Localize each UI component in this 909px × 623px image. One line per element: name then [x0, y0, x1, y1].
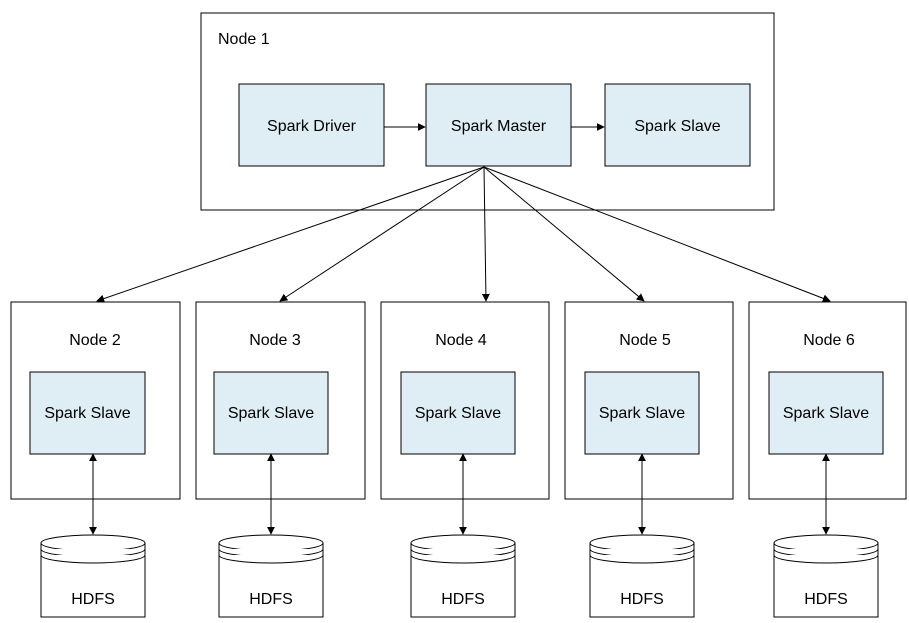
- node-6-spark-slave-label: Spark Slave: [783, 405, 869, 422]
- hdfs-cylinder-top: [773, 534, 879, 552]
- hdfs-cylinder-top: [589, 534, 695, 552]
- spark-slave-node-1-label: Spark Slave: [634, 118, 720, 135]
- worker-node-6: Node 6 Spark Slave HDFS: [748, 301, 907, 618]
- spark-slave-node-1: Spark Slave: [604, 83, 751, 167]
- node-2-spark-slave-box: [29, 371, 146, 455]
- node-6-title: Node 6: [803, 332, 855, 349]
- node-2-spark-slave-label: Spark Slave: [44, 405, 130, 422]
- node-1-title: Node 1: [218, 31, 270, 48]
- node-6-spark-slave-box: [768, 371, 884, 455]
- node-2-hdfs-label: HDFS: [71, 591, 115, 608]
- worker-node-2: Node 2 Spark Slave HDFS: [10, 301, 181, 618]
- node-5-spark-slave-box: [584, 371, 700, 455]
- hdfs-cylinder-top: [40, 534, 146, 552]
- node-5-hdfs-cylinder: HDFS: [589, 534, 695, 618]
- worker-node-5: Node 5 Spark Slave HDFS: [564, 301, 734, 618]
- node-4-hdfs-label: HDFS: [441, 591, 485, 608]
- node-3-hdfs-label: HDFS: [249, 591, 293, 608]
- node-2-title: Node 2: [69, 332, 121, 349]
- node-3-hdfs-cylinder: HDFS: [218, 534, 324, 618]
- node-6-hdfs-cylinder: HDFS: [773, 534, 879, 618]
- hdfs-cylinder-top: [218, 534, 324, 552]
- spark-driver-box: [238, 83, 385, 167]
- arrow-master-to-node-5: [483, 166, 645, 302]
- spark-driver-label: Spark Driver: [267, 118, 357, 135]
- worker-node-3: Node 3 Spark Slave HDFS: [195, 301, 366, 618]
- hdfs-cylinder-ring: [40, 554, 146, 564]
- arrow-master-to-node-4: [481, 166, 490, 302]
- arrow-master-to-node-3: [279, 166, 485, 302]
- spark-master: Spark Master: [425, 83, 572, 167]
- arrow-master-to-node-6: [483, 166, 831, 303]
- spark-master-label: Spark Master: [451, 118, 547, 135]
- node-5-spark-slave-label: Spark Slave: [599, 405, 685, 422]
- hdfs-cylinder-ring: [410, 554, 516, 564]
- worker-node-4: Node 4 Spark Slave HDFS: [380, 301, 550, 618]
- spark-master-box: [425, 83, 572, 167]
- node-3-spark-slave-label: Spark Slave: [228, 405, 314, 422]
- hdfs-cylinder-ring: [218, 554, 324, 564]
- node-5-hdfs-label: HDFS: [620, 591, 664, 608]
- node-4-spark-slave-box: [400, 371, 516, 455]
- node-1: Node 1 Spark Driver Spark Master Spark S…: [200, 12, 775, 211]
- node-5-title: Node 5: [619, 332, 671, 349]
- node-2-hdfs-cylinder: HDFS: [40, 534, 146, 618]
- spark-slave-node-1-box: [604, 83, 751, 167]
- master-fanout-arrows: [96, 166, 831, 303]
- spark-driver: Spark Driver: [238, 83, 385, 167]
- node-4-hdfs-cylinder: HDFS: [410, 534, 516, 618]
- node-4-spark-slave-label: Spark Slave: [415, 405, 501, 422]
- arrow-master-to-node-2: [96, 166, 485, 303]
- hdfs-cylinder-top: [410, 534, 516, 552]
- hdfs-cylinder-ring: [589, 554, 695, 564]
- node-4-title: Node 4: [435, 332, 487, 349]
- node-3-title: Node 3: [249, 332, 301, 349]
- node-6-hdfs-label: HDFS: [804, 591, 848, 608]
- hdfs-cylinder-ring: [773, 554, 879, 564]
